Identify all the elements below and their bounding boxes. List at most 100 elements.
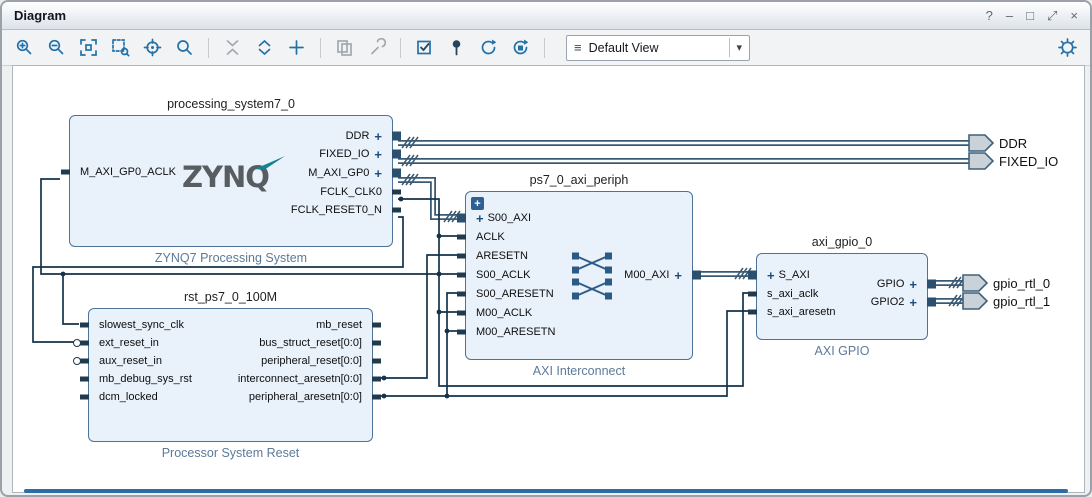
close-icon[interactable]: × <box>1070 8 1078 23</box>
pin-icon[interactable] <box>392 190 401 195</box>
zoom-fit-button[interactable] <box>76 35 101 60</box>
port-s-axi[interactable]: + S_AXI <box>757 267 810 283</box>
port-s00-axi[interactable]: + S00_AXI <box>466 210 531 226</box>
external-port-ddr-label[interactable]: DDR <box>999 135 1027 151</box>
auto-fit-selection-button[interactable] <box>140 35 165 60</box>
port-s-axi-aresetn[interactable]: s_axi_aresetn <box>757 304 836 320</box>
port-m-axi-gp0[interactable]: M_AXI_GP0 + <box>308 165 392 181</box>
port-slowest-sync-clk[interactable]: slowest_sync_clk <box>89 317 184 333</box>
bus-pin-icon[interactable] <box>392 169 401 178</box>
port-bus-struct-reset[interactable]: bus_struct_reset[0:0] <box>259 335 372 351</box>
collapse-hierarchy-button[interactable] <box>220 35 245 60</box>
horizontal-scrollbar[interactable] <box>24 489 1068 493</box>
external-port-gpio-rtl-1-arrow[interactable] <box>963 293 987 309</box>
port-mb-debug-sys-rst[interactable]: mb_debug_sys_rst <box>89 371 192 387</box>
port-s00-aclk[interactable]: S00_ACLK <box>466 267 530 283</box>
pin-icon[interactable] <box>80 341 89 346</box>
refresh-button[interactable] <box>476 35 501 60</box>
pin-icon[interactable] <box>80 359 89 364</box>
external-port-gpio-rtl-0-label[interactable]: gpio_rtl_0 <box>993 275 1050 291</box>
bus-pin-icon[interactable] <box>457 214 466 223</box>
pin-icon[interactable] <box>457 235 466 240</box>
add-ip-button[interactable] <box>284 35 309 60</box>
external-port-ddr-arrow[interactable] <box>969 135 993 151</box>
zoom-out-button[interactable] <box>44 35 69 60</box>
bus-pin-icon[interactable] <box>392 132 401 141</box>
port-s00-aresetn[interactable]: S00_ARESETN <box>466 286 554 302</box>
port-interconnect-aresetn[interactable]: interconnect_aresetn[0:0] <box>238 371 372 387</box>
bus-pin-icon[interactable] <box>927 298 936 307</box>
pin-icon[interactable] <box>61 170 70 175</box>
make-external-button[interactable] <box>444 35 469 60</box>
customize-button[interactable] <box>364 35 389 60</box>
bus-pin-icon[interactable] <box>392 150 401 159</box>
copy-button[interactable] <box>332 35 357 60</box>
bus-pin-icon[interactable] <box>748 271 757 280</box>
help-icon[interactable]: ? <box>986 8 993 23</box>
zoom-in-button[interactable] <box>12 35 37 60</box>
regenerate-layout-button[interactable] <box>508 35 533 60</box>
port-m00-aclk[interactable]: M00_ACLK <box>466 305 532 321</box>
block-rst-ps7-0-100m[interactable]: rst_ps7_0_100M Processor System Reset sl… <box>88 308 373 442</box>
block-processing-system7-0[interactable]: processing_system7_0 ZYNQ7 Processing Sy… <box>69 115 393 247</box>
port-m00-axi[interactable]: M00_AXI + <box>624 267 692 283</box>
pin-icon[interactable] <box>457 330 466 335</box>
bus-pin-icon[interactable] <box>927 280 936 289</box>
pin-icon[interactable] <box>457 292 466 297</box>
pin-icon[interactable] <box>372 395 381 400</box>
zoom-to-selection-button[interactable] <box>108 35 133 60</box>
port-aresetn[interactable]: ARESETN <box>466 248 528 264</box>
port-m00-aresetn[interactable]: M00_ARESETN <box>466 324 555 340</box>
port-fclk-reset0-n[interactable]: FCLK_RESET0_N <box>291 202 392 218</box>
external-port-gpio-rtl-1-label[interactable]: gpio_rtl_1 <box>993 293 1050 309</box>
port-fclk-clk0[interactable]: FCLK_CLK0 <box>320 184 392 200</box>
port-peripheral-reset[interactable]: peripheral_reset[0:0] <box>261 353 372 369</box>
external-port-fixed-io-label[interactable]: FIXED_IO <box>999 153 1058 169</box>
port-fixed-io[interactable]: FIXED_IO + <box>319 146 392 162</box>
expand-port-icon[interactable]: + <box>374 148 382 161</box>
block-axi-gpio-0[interactable]: axi_gpio_0 AXI GPIO + S_AXI s_axi_aclk s… <box>756 253 928 340</box>
expand-port-icon[interactable]: + <box>674 269 682 282</box>
float-icon[interactable]: ⤢ <box>1047 8 1057 24</box>
port-m-axi-gp0-aclk[interactable]: M_AXI_GP0_ACLK <box>70 164 176 180</box>
pin-icon[interactable] <box>392 208 401 213</box>
maximize-icon[interactable]: □ <box>1026 8 1034 23</box>
external-port-gpio-rtl-0-arrow[interactable] <box>963 275 987 291</box>
port-gpio[interactable]: GPIO + <box>877 276 927 292</box>
bus-pin-icon[interactable] <box>692 271 701 280</box>
expand-hierarchy-button[interactable] <box>252 35 277 60</box>
pin-icon[interactable] <box>457 311 466 316</box>
expand-port-icon[interactable]: + <box>767 269 775 282</box>
port-ddr[interactable]: DDR + <box>346 128 392 144</box>
port-mb-reset[interactable]: mb_reset <box>316 317 372 333</box>
pin-icon[interactable] <box>372 359 381 364</box>
port-dcm-locked[interactable]: dcm_locked <box>89 389 158 405</box>
pin-icon[interactable] <box>372 323 381 328</box>
search-button[interactable] <box>172 35 197 60</box>
expand-port-icon[interactable]: + <box>374 130 382 143</box>
pin-icon[interactable] <box>748 310 757 315</box>
diagram-canvas[interactable]: processing_system7_0 ZYNQ7 Processing Sy… <box>12 65 1085 493</box>
port-aclk[interactable]: ACLK <box>466 229 505 245</box>
pin-icon[interactable] <box>457 273 466 278</box>
port-s-axi-aclk[interactable]: s_axi_aclk <box>757 286 818 302</box>
port-gpio2[interactable]: GPIO2 + <box>871 294 927 310</box>
expand-block-icon[interactable]: + <box>471 197 484 210</box>
pin-icon[interactable] <box>80 377 89 382</box>
expand-port-icon[interactable]: + <box>476 212 484 225</box>
view-selector[interactable]: ≡ Default View ▾ <box>566 35 750 61</box>
pin-icon[interactable] <box>372 341 381 346</box>
port-aux-reset-in[interactable]: aux_reset_in <box>89 353 162 369</box>
expand-port-icon[interactable]: + <box>374 167 382 180</box>
pin-icon[interactable] <box>80 395 89 400</box>
port-peripheral-aresetn[interactable]: peripheral_aresetn[0:0] <box>249 389 372 405</box>
pin-icon[interactable] <box>80 323 89 328</box>
minimize-icon[interactable]: – <box>1006 8 1013 23</box>
external-port-fixed-io-arrow[interactable] <box>969 153 993 169</box>
settings-button[interactable] <box>1055 35 1080 60</box>
expand-port-icon[interactable]: + <box>909 296 917 309</box>
pin-icon[interactable] <box>372 377 381 382</box>
pin-icon[interactable] <box>748 292 757 297</box>
chevron-down-icon[interactable]: ▾ <box>729 38 750 57</box>
expand-port-icon[interactable]: + <box>909 278 917 291</box>
